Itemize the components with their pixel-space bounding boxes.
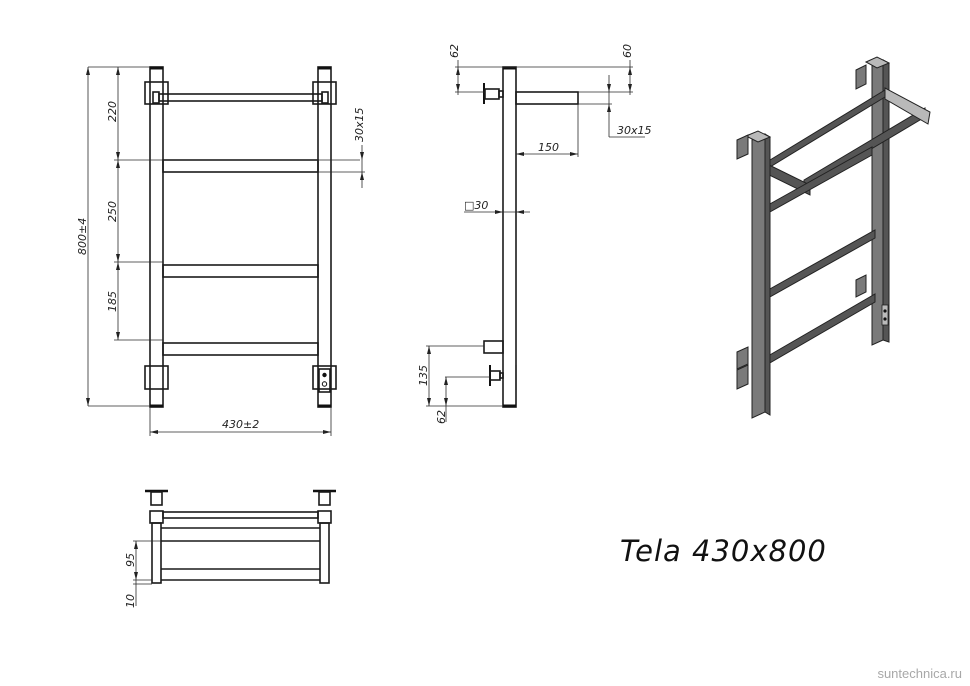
dim-shelf-offset: 60 [621,44,634,58]
top-left-bracket [144,81,169,105]
top-right-bracket [312,81,337,105]
rung-2 [162,264,319,278]
dim-bottom-bracket-offset: 62 [435,410,448,424]
dim-top-bracket-offset: 62 [448,44,461,58]
top-view-rail-1 [162,511,319,519]
dim-rail-spacing: 95 [124,553,137,567]
dim-rung-profile: 30x15 [353,107,366,142]
rung-1 [162,159,319,173]
dim-shelf-depth: 150 [538,141,559,154]
dim-overall-height: 800±4 [76,218,89,255]
top-view: 95 10 [124,489,336,608]
rung-3 [162,342,319,356]
bottom-left-bracket [144,365,169,390]
front-view: 800±4 220 250 185 30x15 430±2 [76,66,366,436]
shelf-arm [515,91,579,105]
dim-bottom-bracket-spacing: 135 [417,365,430,386]
dim-spacing-middle: 250 [106,201,119,222]
left-post [149,66,164,408]
bottom-right-bracket [312,365,337,390]
product-title: Tela 430x800 [620,534,827,568]
side-view: 62 60 30x15 150 □30 135 62 [417,44,652,424]
dim-overall-width: 430±2 [222,418,259,431]
side-post [502,66,517,408]
right-post [317,66,332,408]
dim-edge-offset: 10 [124,594,137,608]
connector-dot-icon [322,372,327,378]
dim-shelf-profile: 30x15 [617,124,652,137]
watermark: suntechnica.ru [877,666,962,681]
dim-post-profile: □30 [464,199,488,212]
top-shelf-rail [158,93,323,102]
isometric-view [736,56,931,419]
dim-spacing-bottom: 185 [106,291,119,312]
heating-connector [318,368,331,393]
dim-spacing-top: 220 [106,101,119,122]
